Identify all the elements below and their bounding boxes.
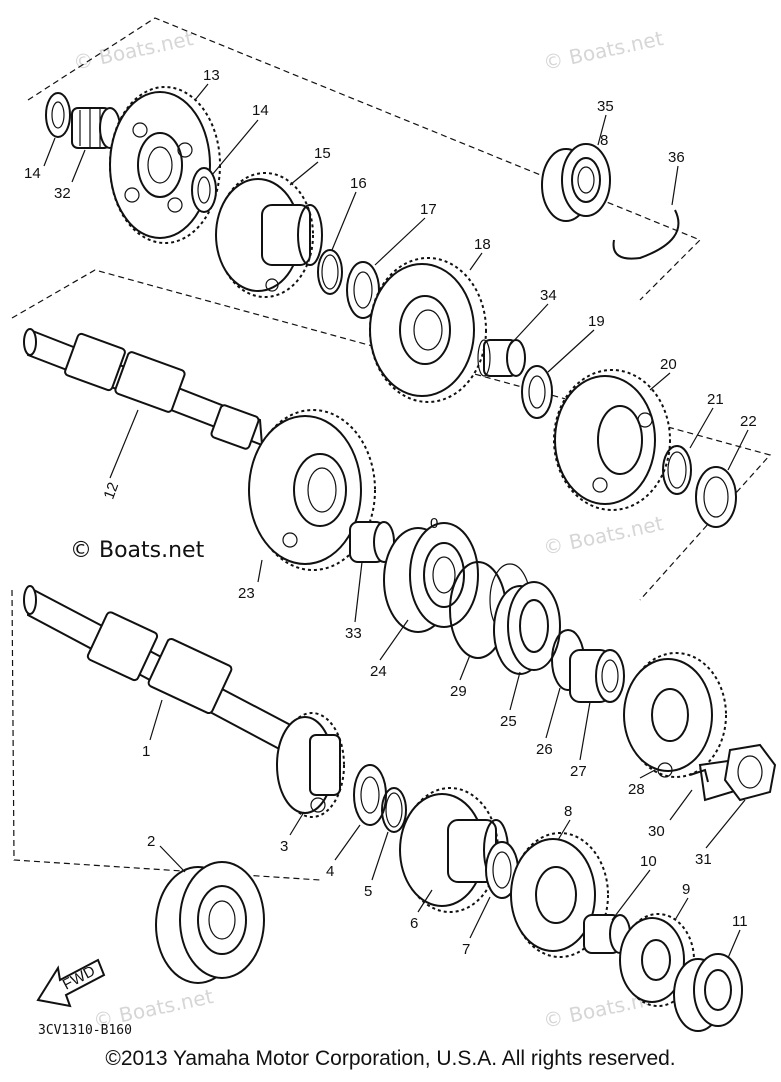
transmission-exploded-diagram: © Boats.net © Boats.net © Boats.net © Bo… [11,17,777,1038]
callout-8-bearing: 8 [600,132,608,149]
callout-34: 34 [540,287,557,304]
bushing-34 [477,339,526,377]
callout-35: 35 [597,98,614,115]
callout-12: 12 [101,480,123,501]
bushing-10 [583,914,631,954]
circlip-16 [317,249,343,295]
bearing-11 [673,953,743,1032]
callout-27: 27 [570,763,587,780]
washer-17 [346,261,380,319]
collar-27 [569,649,625,703]
callout-6: 6 [410,915,418,932]
callout-11: 11 [732,913,748,930]
bearing-24 [383,522,479,633]
callout-9: 9 [682,881,690,898]
gear-13 [109,86,221,244]
gear-20 [553,369,671,511]
callout-22: 22 [740,413,757,430]
callout-33: 33 [345,625,362,642]
washer-14 [45,92,71,138]
callout-15: 15 [314,145,331,162]
gear-15 [215,172,323,298]
callout-3: 3 [280,838,288,855]
callout-0: 0 [430,515,438,532]
callout-25: 25 [500,713,517,730]
watermark: © Boats.net [541,26,665,75]
bushing-32 [71,107,121,149]
callout-30: 30 [648,823,665,840]
callout-4: 4 [326,863,334,880]
callout-28: 28 [628,781,645,798]
circlip-21 [662,445,692,495]
washer-14b [191,167,217,213]
circlip-36 [612,209,680,260]
callout-23: 23 [238,585,255,602]
callout-7: 7 [462,941,470,958]
oil-seal-25 [493,581,561,675]
callout-2: 2 [147,833,155,850]
callout-13: 13 [203,67,220,84]
callout-29: 29 [450,683,467,700]
gear-3 [276,712,345,818]
watermark-main: © Boats.net [70,538,205,563]
sprocket-28 [623,652,727,778]
washer-22 [695,466,737,528]
main-shaft-1 [23,585,301,762]
washer-4 [353,764,387,826]
upper-group-frame [27,17,702,301]
callout-14: 14 [24,165,41,182]
callout-19: 19 [588,313,605,330]
callout-16: 16 [350,175,367,192]
circlip-5 [381,787,407,833]
part-code: 3CV1310-B160 [38,1023,132,1038]
callout-21: 21 [707,391,724,408]
gear-23 [248,409,376,571]
fwd-arrow: FWD [36,958,106,1008]
callout-32: 32 [54,185,71,202]
copyright-notice: ©2013 Yamaha Motor Corporation, U.S.A. A… [105,1047,676,1070]
countershaft-12 [23,328,264,450]
bearing-35 [541,143,611,222]
callout-31: 31 [695,851,712,868]
callout-36: 36 [668,149,685,166]
callout-10: 10 [640,853,657,870]
watermark: © Boats.net [71,26,195,75]
bearing-2 [155,861,265,984]
callout-5: 5 [364,883,372,900]
nut-31 [723,743,777,802]
callout-24: 24 [370,663,387,680]
leader-lines [43,83,749,959]
watermark: © Boats.net [541,511,665,560]
callout-1: 1 [142,743,150,760]
callout-17: 17 [420,201,437,218]
gear-18 [369,257,487,403]
callout-18: 18 [474,236,491,253]
callout-8: 8 [564,803,572,820]
washer-19 [521,365,553,419]
callout-26: 26 [536,741,553,758]
callout-14: 14 [252,102,269,119]
callout-20: 20 [660,356,677,373]
gear-6 [399,787,509,913]
